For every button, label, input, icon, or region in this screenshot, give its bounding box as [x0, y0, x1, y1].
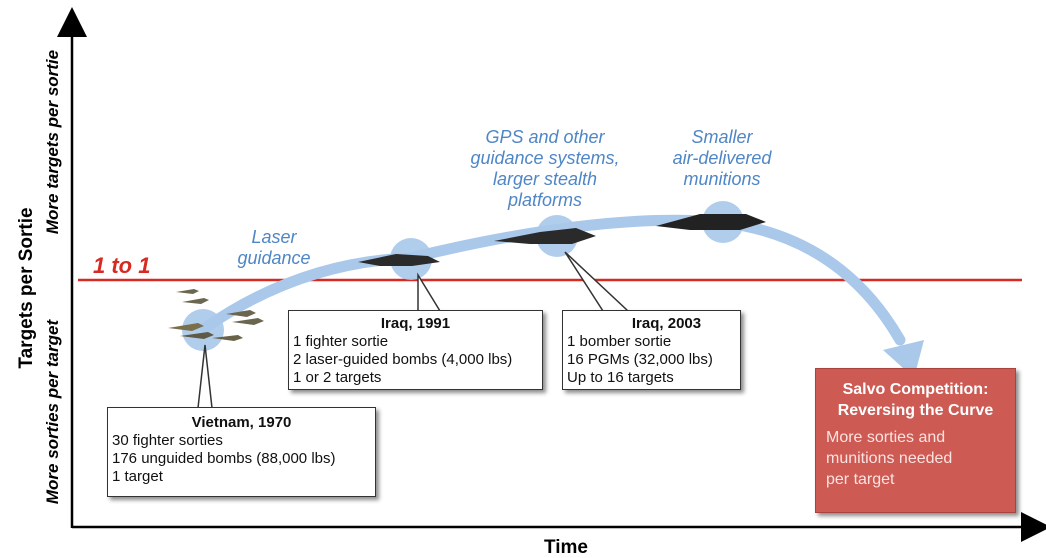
iraq1991-line-3: 1 or 2 targets	[293, 369, 382, 386]
iraq1991-line-1: 1 fighter sortie	[293, 333, 389, 350]
svg-text:guidance: guidance	[237, 248, 310, 268]
salvo-body: More sorties and munitions needed per ta…	[816, 427, 1015, 490]
svg-text:munitions: munitions	[683, 169, 760, 189]
stealth-fighter-icon	[358, 254, 440, 266]
trend-curve	[199, 214, 906, 346]
salvo-body-line-2: munitions needed	[826, 450, 953, 467]
vietnam-title: Vietnam, 1970	[191, 414, 292, 431]
iraq2003-line-2: 16 PGMs (32,000 lbs)	[567, 351, 713, 368]
vietnam-callout: Vietnam, 1970 30 fighter sorties 176 ung…	[107, 407, 376, 497]
vietnam-line-3: 1 target	[112, 468, 163, 485]
salvo-body-line-3: per target	[826, 471, 895, 488]
vietnam-pointer	[197, 344, 213, 409]
salvo-body-line-1: More sorties and	[826, 429, 946, 446]
stealth-bomber-2003-icon	[494, 228, 596, 244]
salvo-title-line-2: Reversing the Curve	[837, 402, 994, 419]
smaller-munitions-label: Smaller air-delivered munitions	[673, 127, 773, 189]
salvo-title-line-1: Salvo Competition:	[842, 381, 989, 398]
iraq2003-line-1: 1 bomber sortie	[567, 333, 672, 350]
iraq2003-callout: Iraq, 2003 1 bomber sortie 16 PGMs (32,0…	[562, 310, 741, 390]
y-axis-title: Targets per Sortie	[16, 207, 37, 368]
svg-text:Laser: Laser	[251, 227, 297, 247]
stealth-bomber-future-icon	[656, 214, 766, 230]
marker-vietnam	[182, 309, 224, 351]
y-lower-label: More sorties per target	[43, 319, 62, 505]
one-to-one-label: 1 to 1	[93, 253, 150, 278]
svg-text:Smaller: Smaller	[691, 127, 753, 147]
iraq2003-pointer	[564, 251, 630, 312]
vietnam-line-1: 30 fighter sorties	[112, 432, 223, 449]
svg-text:GPS and other: GPS and other	[485, 127, 605, 147]
vietnam-line-2: 176 unguided bombs (88,000 lbs)	[112, 450, 336, 467]
y-upper-label: More targets per sortie	[43, 50, 62, 234]
svg-text:larger stealth: larger stealth	[493, 169, 597, 189]
fighter-formation-icon	[168, 289, 264, 341]
iraq1991-line-2: 2 laser-guided bombs (4,000 lbs)	[293, 351, 513, 368]
iraq2003-title: Iraq, 2003	[631, 315, 702, 332]
iraq1991-title: Iraq, 1991	[380, 315, 451, 332]
iraq2003-line-3: Up to 16 targets	[567, 369, 674, 386]
svg-text:platforms: platforms	[507, 190, 582, 210]
salvo-title: Salvo Competition: Reversing the Curve	[816, 379, 1015, 421]
svg-text:air-delivered: air-delivered	[673, 148, 773, 168]
iraq1991-callout: Iraq, 1991 1 fighter sortie 2 laser-guid…	[288, 310, 543, 390]
gps-guidance-label: GPS and other guidance systems, larger s…	[470, 127, 619, 210]
x-axis-title: Time	[544, 537, 588, 558]
laser-guidance-label: Laser guidance	[237, 227, 310, 268]
salvo-competition-box: Salvo Competition: Reversing the Curve M…	[815, 368, 1016, 513]
svg-text:guidance systems,: guidance systems,	[470, 148, 619, 168]
